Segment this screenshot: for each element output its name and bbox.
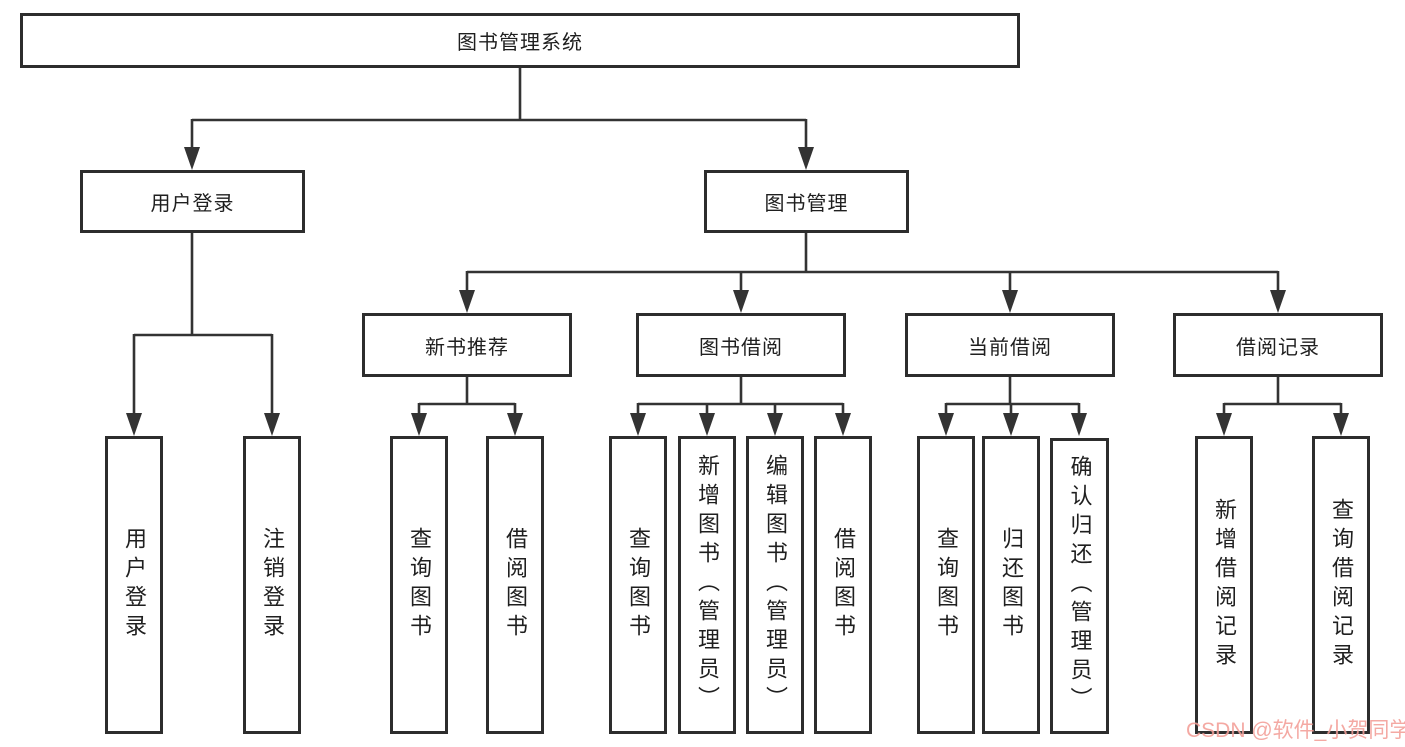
leaf-logout: 注销登录 (243, 436, 301, 734)
leaf-user-login: 用户登录 (105, 436, 163, 734)
leaf-confirm-return-admin: 确认归还（管理员） (1050, 438, 1109, 734)
leaf-query-books-borrow: 查询图书 (609, 436, 667, 734)
leaf-query-books-recommend: 查询图书 (390, 436, 448, 734)
leaf-add-books-admin: 新增图书（管理员） (678, 436, 736, 734)
node-borrow-records: 借阅记录 (1173, 313, 1383, 377)
node-user-login-module: 用户登录 (80, 170, 305, 233)
leaf-add-borrow-record: 新增借阅记录 (1195, 436, 1253, 734)
node-book-borrow: 图书借阅 (636, 313, 846, 377)
node-current-borrow: 当前借阅 (905, 313, 1115, 377)
leaf-return-books: 归还图书 (982, 436, 1040, 734)
leaf-query-books-current: 查询图书 (917, 436, 975, 734)
leaf-borrow-books-recommend: 借阅图书 (486, 436, 544, 734)
arrowheads (126, 147, 1349, 436)
leaf-query-borrow-record: 查询借阅记录 (1312, 436, 1370, 734)
node-book-management-module: 图书管理 (704, 170, 909, 233)
leaf-borrow-books: 借阅图书 (814, 436, 872, 734)
leaf-edit-books-admin: 编辑图书（管理员） (746, 436, 804, 734)
node-new-book-recommend: 新书推荐 (362, 313, 572, 377)
node-root-system: 图书管理系统 (20, 13, 1020, 68)
csdn-watermark: CSDN @软件_小贺同学 (1186, 719, 1405, 742)
